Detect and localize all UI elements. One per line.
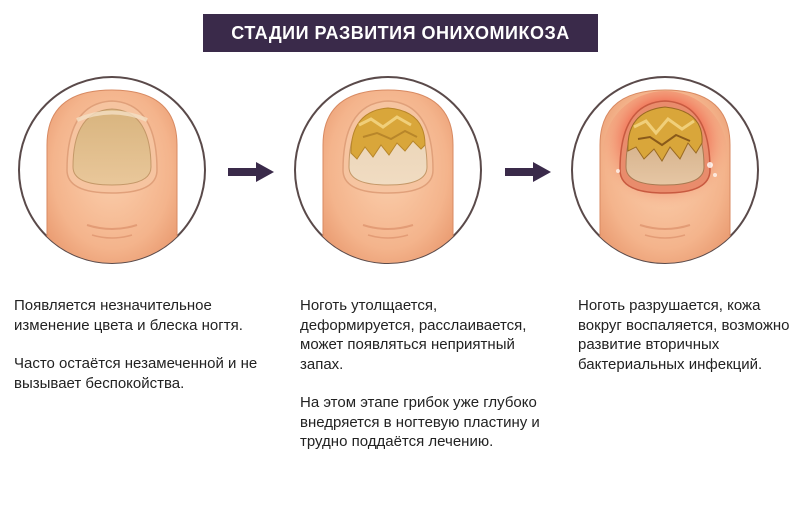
- finger-nail-icon: [294, 76, 482, 264]
- stage-2-paragraph-1: Ноготь утолщается, деформируется, рассла…: [300, 297, 527, 373]
- page-title: СТАДИИ РАЗВИТИЯ ОНИХОМИКОЗА: [231, 22, 570, 43]
- stage-3-paragraph-1: Ноготь разрушается, кожа вокруг воспаляе…: [578, 297, 790, 373]
- stage-2-description: Ноготь утолщается, деформируется, рассла…: [300, 296, 550, 452]
- stage-1-illustration: [17, 75, 207, 265]
- stage-1-paragraph-2: Часто остаётся незамеченной и не вызывае…: [14, 355, 258, 392]
- stage-1-paragraph-1: Появляется незначительное изменение цвет…: [14, 297, 243, 334]
- finger-nail-icon: [18, 76, 206, 264]
- title-banner: СТАДИИ РАЗВИТИЯ ОНИХОМИКОЗА: [203, 14, 598, 52]
- arrow-right-icon: [505, 162, 551, 182]
- stage-2-paragraph-2: На этом этапе грибок уже глубоко внедряе…: [300, 394, 540, 450]
- stage-1-description: Появляется незначительное изменение цвет…: [14, 296, 279, 393]
- arrow-right-icon: [228, 162, 274, 182]
- stage-3-description: Ноготь разрушается, кожа вокруг воспаляе…: [578, 296, 790, 374]
- finger-nail-icon: [571, 76, 759, 264]
- stage-2-illustration: [293, 75, 483, 265]
- stage-3-illustration: [570, 75, 760, 265]
